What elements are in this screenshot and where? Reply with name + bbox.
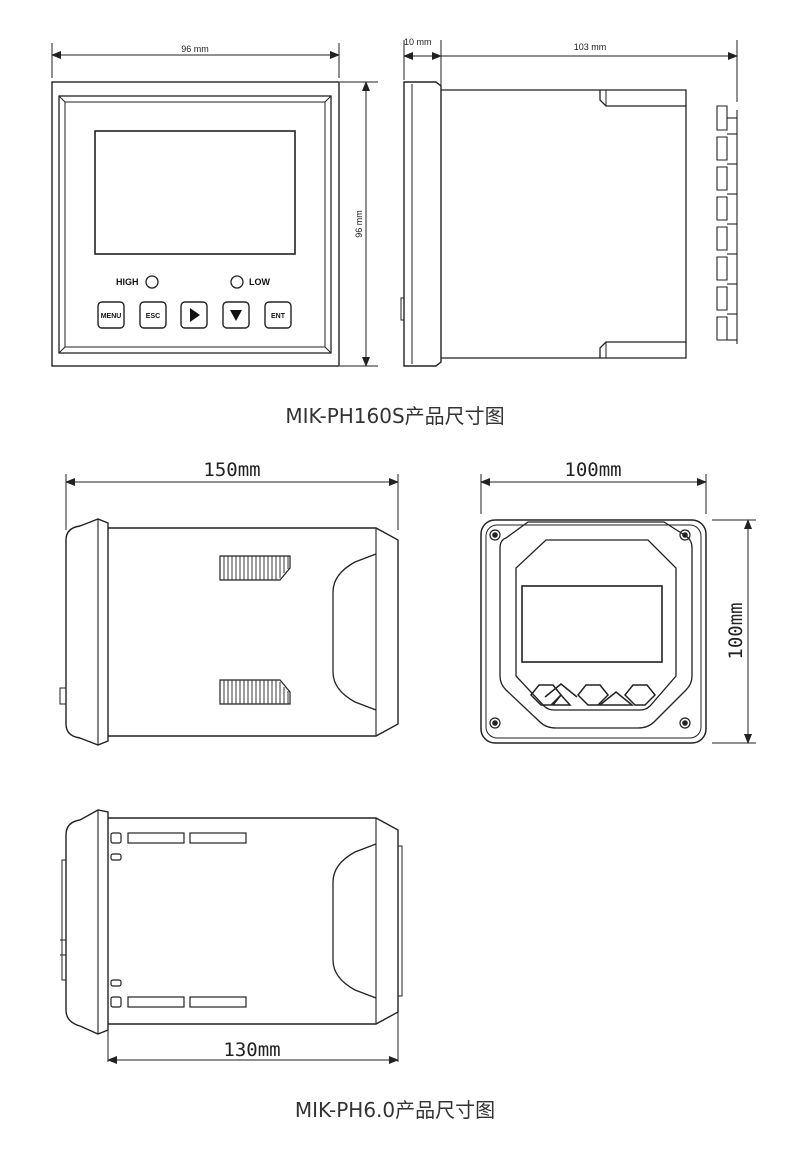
high-indicator-label: HIGH xyxy=(116,277,139,287)
ph160s-front-view: 96 mm 96 mm HIGH LOW MENU ESC xyxy=(51,43,378,367)
down-arrow-button xyxy=(222,301,250,329)
ent-button: ENT xyxy=(264,301,292,329)
ph6-caption: MIK-PH6.0产品尺寸图 xyxy=(294,1098,496,1122)
ph6-side-view: 150mm xyxy=(59,459,399,746)
esc-button: ESC xyxy=(139,301,167,329)
key-4-icon xyxy=(623,684,657,706)
screw-icon xyxy=(489,529,691,729)
body-depth-label: 103 mm xyxy=(574,42,607,52)
play-arrow-icon xyxy=(190,308,200,322)
down-triangle-icon xyxy=(230,310,242,321)
mounting-clip-top xyxy=(219,555,291,581)
front-width-label-2: 100mm xyxy=(564,459,621,481)
front-width-label: 96 mm xyxy=(181,44,209,54)
front-height-label-2: 100mm xyxy=(725,602,747,659)
high-indicator-icon xyxy=(145,275,159,289)
terminal-block xyxy=(716,105,738,344)
bottom-length-label: 130mm xyxy=(223,1039,280,1061)
menu-button: MENU xyxy=(97,301,125,329)
ph6-bottom-view: 130mm xyxy=(60,809,403,1064)
svg-text:ENT: ENT xyxy=(271,313,286,320)
lcd-screen xyxy=(94,130,296,255)
ph6-front-view: 100mm 100mm xyxy=(480,459,756,744)
key-3-icon xyxy=(597,691,635,706)
low-indicator-label: LOW xyxy=(249,277,270,287)
right-arrow-button xyxy=(180,301,208,329)
keypad-buttons xyxy=(529,683,657,706)
ph160s-caption: MIK-PH160S产品尺寸图 xyxy=(285,404,505,428)
svg-text:MENU: MENU xyxy=(101,313,122,320)
front-height-label: 96 mm xyxy=(354,210,364,238)
mounting-clip-bottom xyxy=(219,679,291,705)
lcd-screen-2 xyxy=(521,585,663,663)
low-indicator-icon xyxy=(230,275,244,289)
svg-text:ESC: ESC xyxy=(146,313,160,320)
side-length-label: 150mm xyxy=(203,459,260,481)
ph160s-side-view: 10 mm 103 mm xyxy=(400,37,738,367)
key-2-icon xyxy=(576,684,610,706)
vent-slots xyxy=(110,832,247,1008)
panel-depth-label: 10 mm xyxy=(404,37,432,47)
